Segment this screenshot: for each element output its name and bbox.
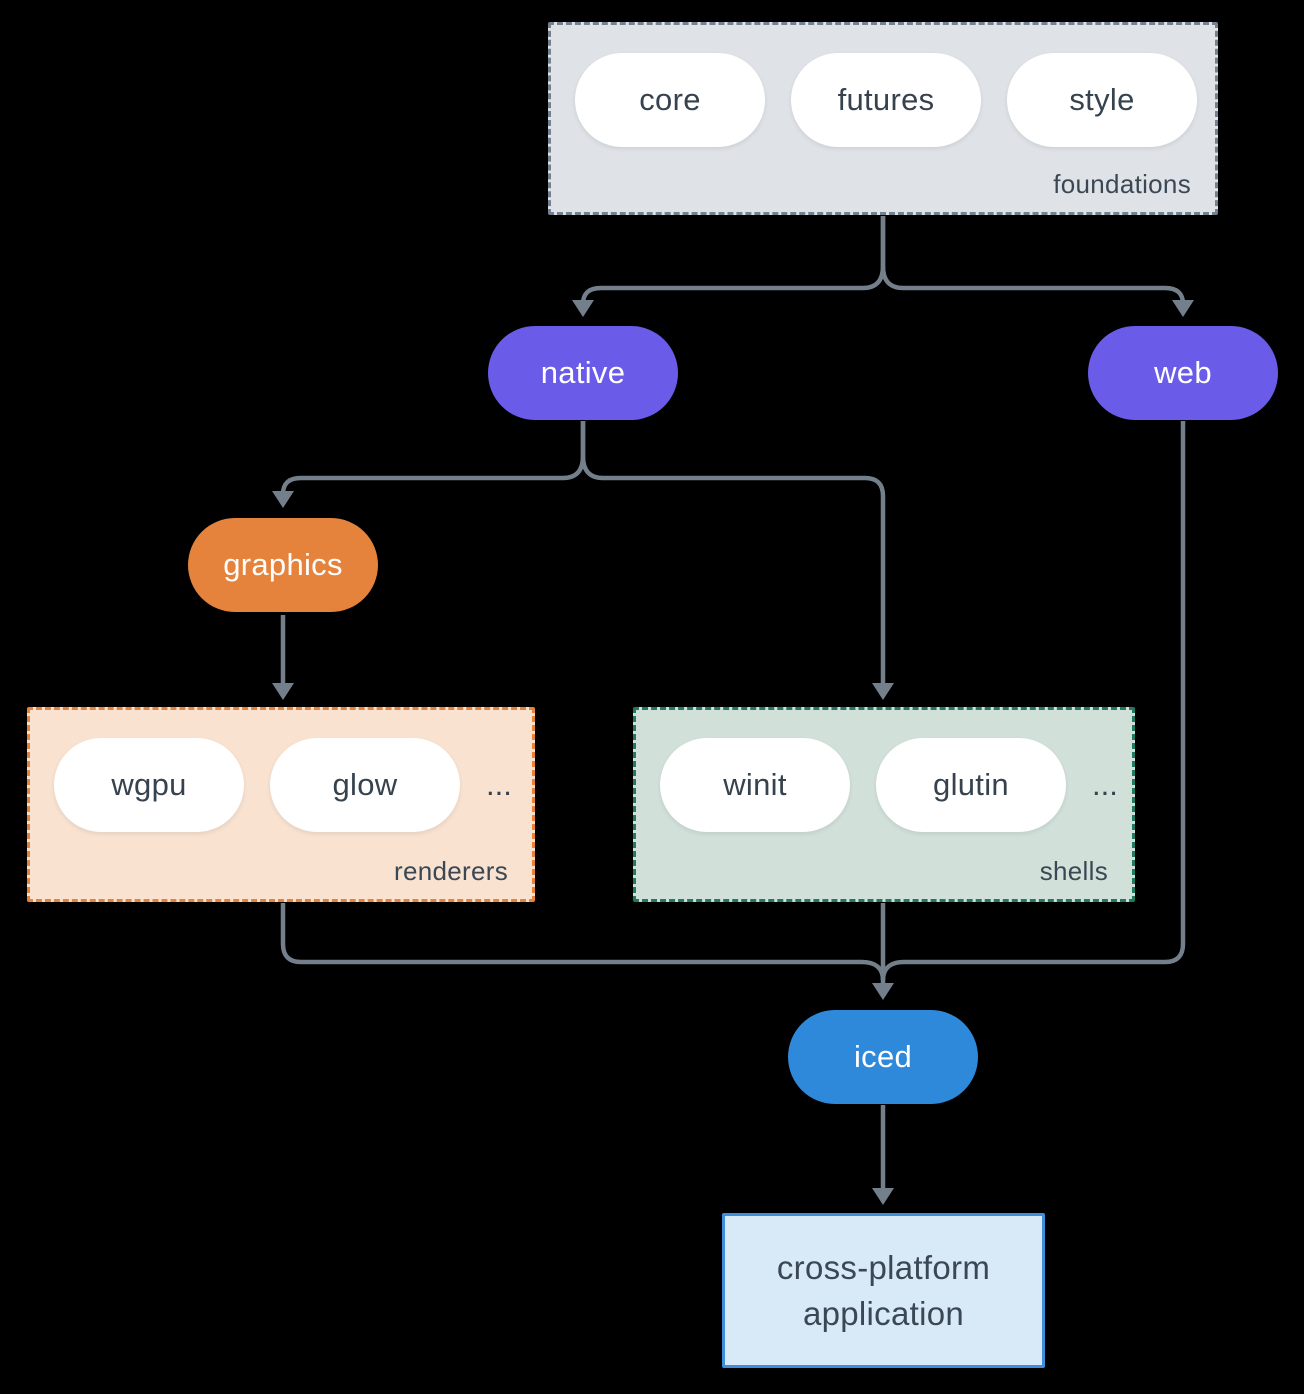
node-glutin-label: glutin	[933, 767, 1009, 802]
app-label-line1: cross-platform	[776, 1248, 991, 1286]
node-cross-platform-application: cross-platform application	[722, 1213, 1045, 1368]
node-wgpu: wgpu	[54, 738, 244, 832]
node-style-label: style	[1069, 82, 1135, 117]
group-renderers-label: renderers	[394, 856, 508, 886]
arrowhead-renderers	[272, 683, 294, 700]
group-renderers: wgpu glow ... renderers	[27, 707, 535, 902]
arrowhead-graphics	[272, 491, 294, 508]
node-iced-label: iced	[853, 1039, 913, 1074]
connector-renderers-iced	[280, 903, 886, 981]
group-shells: winit glutin ... shells	[633, 707, 1135, 902]
arrowhead-web	[1172, 300, 1194, 317]
node-wgpu-label: wgpu	[111, 767, 187, 802]
connector-native-shells	[580, 421, 886, 684]
node-glow: glow	[270, 738, 460, 832]
node-native-label: native	[540, 355, 626, 390]
node-futures: futures	[791, 53, 981, 147]
app-label-line2: application	[802, 1294, 965, 1332]
node-winit: winit	[660, 738, 850, 832]
connector-foundations-native	[580, 216, 886, 305]
node-native: native	[488, 326, 678, 420]
node-graphics-label: graphics	[223, 547, 343, 582]
shells-ellipsis: ...	[1092, 767, 1118, 802]
connector-native-graphics	[280, 421, 586, 495]
group-foundations: core futures style foundations	[548, 22, 1218, 215]
arrowhead-iced	[872, 983, 894, 1000]
node-web-label: web	[1154, 355, 1212, 390]
node-glow-label: glow	[332, 767, 398, 802]
node-winit-label: winit	[723, 767, 787, 802]
node-style: style	[1007, 53, 1197, 147]
node-core: core	[575, 53, 765, 147]
arrowhead-native	[572, 300, 594, 317]
connector-foundations-web	[880, 216, 1186, 305]
arrowhead-app	[872, 1188, 894, 1205]
node-iced: iced	[788, 1010, 978, 1104]
node-graphics: graphics	[188, 518, 378, 612]
node-glutin: glutin	[876, 738, 1066, 832]
arrowhead-shells	[872, 683, 894, 700]
node-futures-label: futures	[837, 82, 935, 117]
renderers-ellipsis: ...	[486, 767, 512, 802]
node-web: web	[1088, 326, 1278, 420]
group-shells-label: shells	[1039, 856, 1108, 886]
group-foundations-label: foundations	[1053, 169, 1191, 199]
node-core-label: core	[639, 82, 701, 117]
connector-web-iced	[880, 421, 1186, 981]
